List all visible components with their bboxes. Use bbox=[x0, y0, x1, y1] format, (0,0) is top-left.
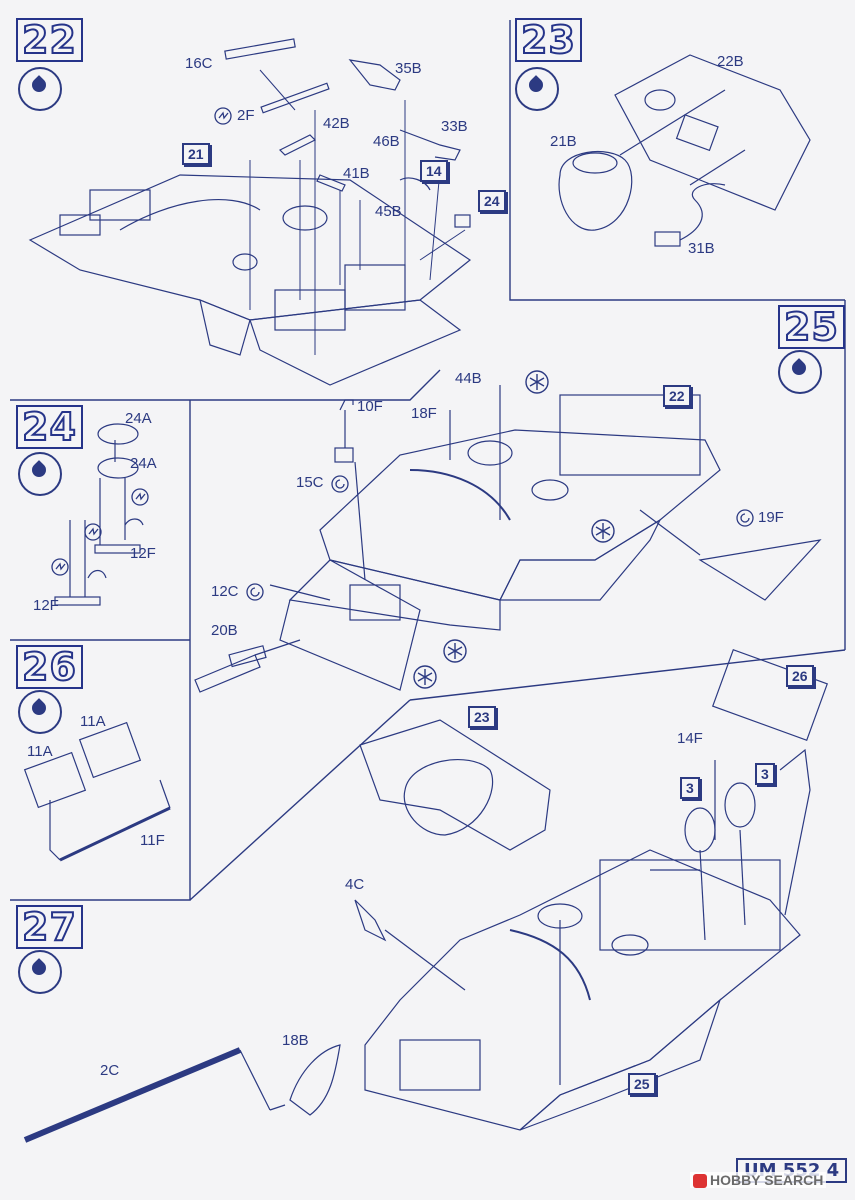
part-label: 24A bbox=[130, 455, 157, 472]
part-label: 2C bbox=[100, 1062, 120, 1079]
step-reference: 24 bbox=[478, 190, 506, 212]
part-label: 11A bbox=[27, 743, 53, 760]
part-label: 12F bbox=[130, 545, 156, 562]
step-reference: 3 bbox=[755, 763, 775, 785]
step-reference: 14 bbox=[420, 160, 448, 182]
glue-drop-icon bbox=[18, 452, 62, 496]
spring-clip-icon bbox=[331, 475, 349, 493]
spring-clip-icon bbox=[51, 558, 69, 576]
part-label: 42B bbox=[323, 115, 350, 132]
hobby-search-logo-icon bbox=[693, 1174, 707, 1189]
spring-clip-icon bbox=[214, 107, 232, 125]
step-reference: 23 bbox=[468, 706, 496, 728]
part-label: 46B bbox=[373, 133, 400, 150]
part-label: 41B bbox=[343, 165, 370, 182]
step-reference: 22 bbox=[663, 385, 691, 407]
asterisk-icon bbox=[525, 370, 549, 394]
part-label: 18B bbox=[282, 1032, 309, 1049]
part-label: 44B bbox=[455, 370, 482, 387]
watermark: HOBBY SEARCH bbox=[690, 1172, 827, 1189]
step-reference: 25 bbox=[628, 1073, 656, 1095]
divider-23 bbox=[509, 20, 845, 301]
part-label: 14F bbox=[677, 730, 703, 747]
part-label: 2F bbox=[237, 107, 255, 124]
asterisk-icon bbox=[591, 519, 615, 543]
divider-diagonal bbox=[189, 699, 411, 901]
step-reference: 26 bbox=[786, 665, 814, 687]
clip-symbols bbox=[51, 107, 754, 601]
asterisk-icon bbox=[413, 665, 437, 689]
spring-clip-icon bbox=[246, 583, 264, 601]
step-number-26: 26 bbox=[16, 645, 83, 689]
step-number-23: 23 bbox=[515, 18, 582, 62]
part-label: 12F bbox=[33, 597, 59, 614]
spring-clip-icon bbox=[131, 488, 149, 506]
glue-drop-icon bbox=[18, 690, 62, 734]
spring-clip-icon bbox=[84, 523, 102, 541]
step25-hull bbox=[194, 385, 822, 693]
part-label: 11F bbox=[140, 832, 165, 849]
step-reference: 3 bbox=[680, 777, 700, 799]
step27-hull bbox=[23, 648, 829, 1143]
watermark-text: HOBBY SEARCH bbox=[710, 1172, 824, 1188]
part-label: 22B bbox=[717, 53, 744, 70]
glue-drop-icon bbox=[778, 350, 822, 394]
step22-hull bbox=[28, 38, 472, 386]
step22-arrows bbox=[249, 69, 466, 355]
part-label: 4C bbox=[345, 876, 365, 893]
part-label: 12C bbox=[211, 583, 239, 600]
part-label: 10F bbox=[357, 398, 383, 415]
glue-drop-icon bbox=[515, 67, 559, 111]
part-label: 45B bbox=[375, 203, 402, 220]
asterisk-icon bbox=[443, 639, 467, 663]
part-label: 11A bbox=[80, 713, 106, 730]
part-label: 16C bbox=[185, 55, 213, 72]
glue-drop-icon bbox=[18, 67, 62, 111]
step24-parts bbox=[54, 423, 144, 606]
step-number-25: 25 bbox=[778, 305, 845, 349]
divider-25-27 bbox=[409, 649, 846, 701]
step-reference: 21 bbox=[182, 143, 210, 165]
step26-tracks bbox=[23, 721, 171, 862]
glue-drop-icon bbox=[18, 950, 62, 994]
part-label: 24A bbox=[125, 410, 152, 427]
asterisk-markers bbox=[413, 370, 615, 689]
step-number-24: 24 bbox=[16, 405, 83, 449]
step-number-22: 22 bbox=[16, 18, 83, 62]
part-label: 33B bbox=[441, 118, 468, 135]
part-label: 20B bbox=[211, 622, 238, 639]
step23-turret bbox=[558, 54, 811, 247]
part-label: 18F bbox=[411, 405, 437, 422]
part-label: 15C bbox=[296, 474, 324, 491]
page-number: 4 bbox=[826, 1160, 840, 1181]
part-label: 35B bbox=[395, 60, 422, 77]
part-label: 31B bbox=[688, 240, 715, 257]
spring-clip-icon bbox=[736, 509, 754, 527]
part-label: 19F bbox=[758, 509, 784, 526]
step-number-27: 27 bbox=[16, 905, 83, 949]
divider-22-25 bbox=[10, 369, 441, 401]
part-label: 21B bbox=[550, 133, 577, 150]
